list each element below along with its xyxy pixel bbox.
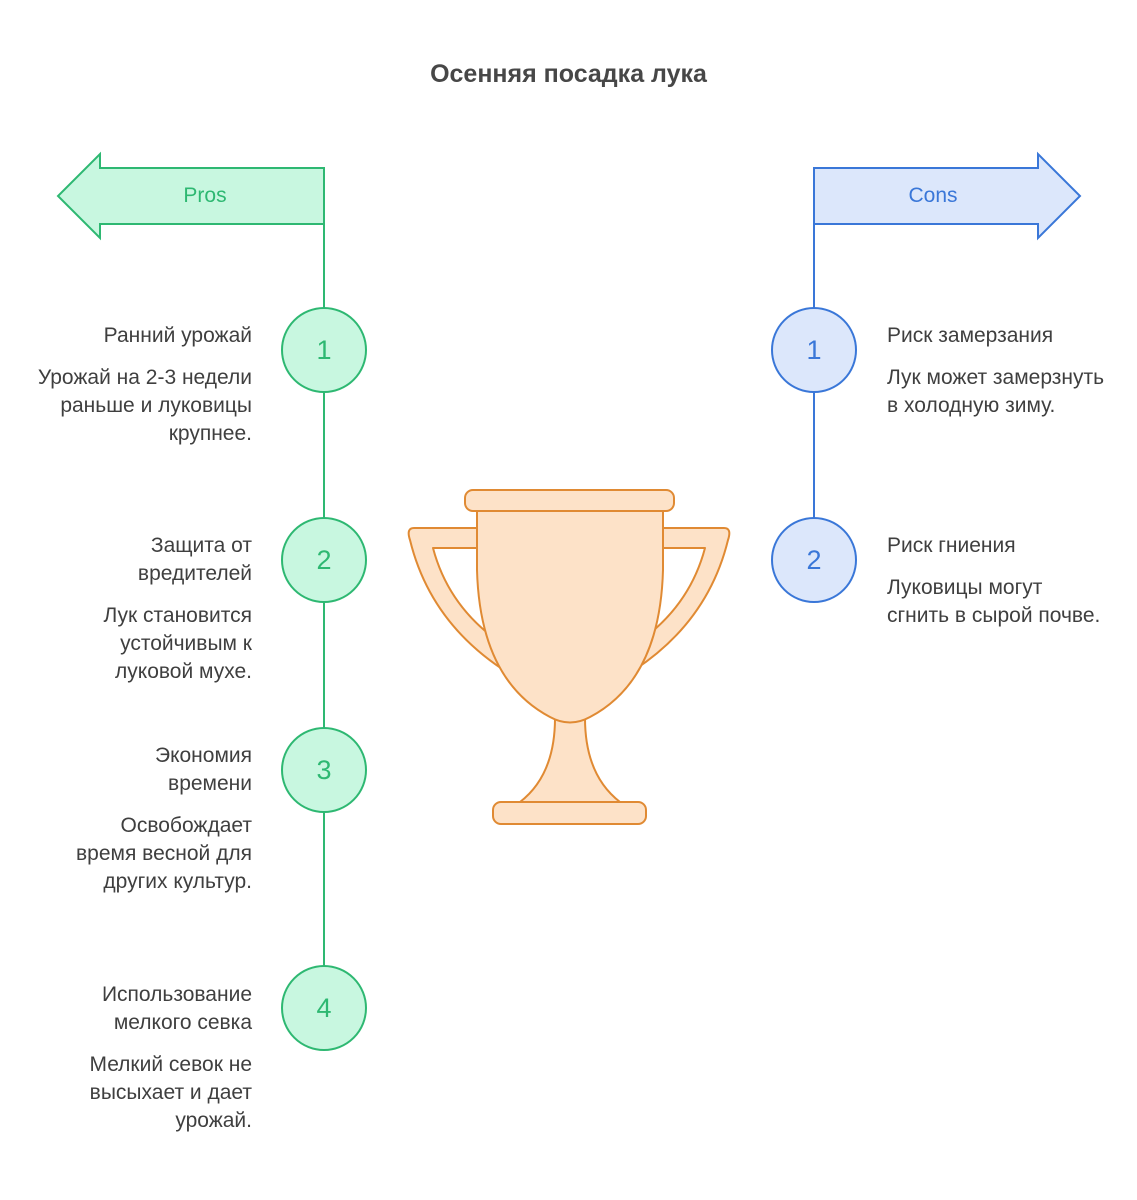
- pros-item-1: Ранний урожай Урожай на 2-3 недели раньш…: [12, 322, 252, 448]
- pros-item-1-description: Урожай на 2-3 недели раньше и луковицы к…: [37, 366, 252, 445]
- cons-item-1: Риск замерзания Лук может замерзнуть в х…: [887, 322, 1107, 420]
- pros-node-4-number: 4: [316, 993, 332, 1023]
- pros-item-3-description: Освобождает время весной для других куль…: [76, 814, 252, 893]
- pros-node-1: [281, 307, 367, 393]
- pros-node-3: [281, 727, 367, 813]
- pros-item-2-title: Защита от вредителей: [137, 534, 252, 585]
- cons-item-1-description: Лук может замерзнуть в холодную зиму.: [887, 366, 1105, 417]
- cons-arrow: [813, 151, 1082, 241]
- cons-node-2-number: 2: [806, 545, 822, 575]
- pros-node-4: [281, 965, 367, 1051]
- pros-item-4-description: Мелкий севок не высыхает и дает урожай.: [89, 1053, 252, 1132]
- pros-item-4-title: Использование мелкого севка: [101, 983, 252, 1034]
- page-title: Осенняя посадка лука: [430, 60, 707, 88]
- cons-label: Cons: [908, 184, 958, 207]
- cons-item-2: Риск гниения Луковицы могут сгнить в сыр…: [887, 532, 1107, 630]
- pros-arrow: [56, 151, 325, 241]
- pros-item-3-title: Экономия времени: [154, 744, 252, 795]
- pros-node-2: [281, 517, 367, 603]
- trophy-icon: [407, 489, 731, 825]
- cons-item-2-description: Луковицы могут сгнить в сырой почве.: [887, 576, 1101, 627]
- cons-item-2-title: Риск гниения: [887, 534, 1016, 557]
- pros-item-3: Экономия времени Освобождает время весно…: [72, 742, 252, 896]
- pros-node-3-number: 3: [316, 755, 332, 785]
- pros-item-1-title: Ранний урожай: [103, 324, 252, 347]
- cons-item-1-title: Риск замерзания: [887, 324, 1054, 347]
- cons-node-1-number: 1: [806, 335, 822, 365]
- pros-node-2-number: 2: [316, 545, 332, 575]
- cons-node-2: [771, 517, 857, 603]
- pros-item-2-description: Лук становится устойчивым к луковой мухе…: [103, 604, 252, 683]
- cons-node-1: [771, 307, 857, 393]
- pros-label: Pros: [183, 184, 227, 207]
- pros-item-4: Использование мелкого севка Мелкий севок…: [52, 981, 252, 1135]
- pros-node-1-number: 1: [316, 335, 332, 365]
- pros-item-2: Защита от вредителей Лук становится усто…: [52, 532, 252, 686]
